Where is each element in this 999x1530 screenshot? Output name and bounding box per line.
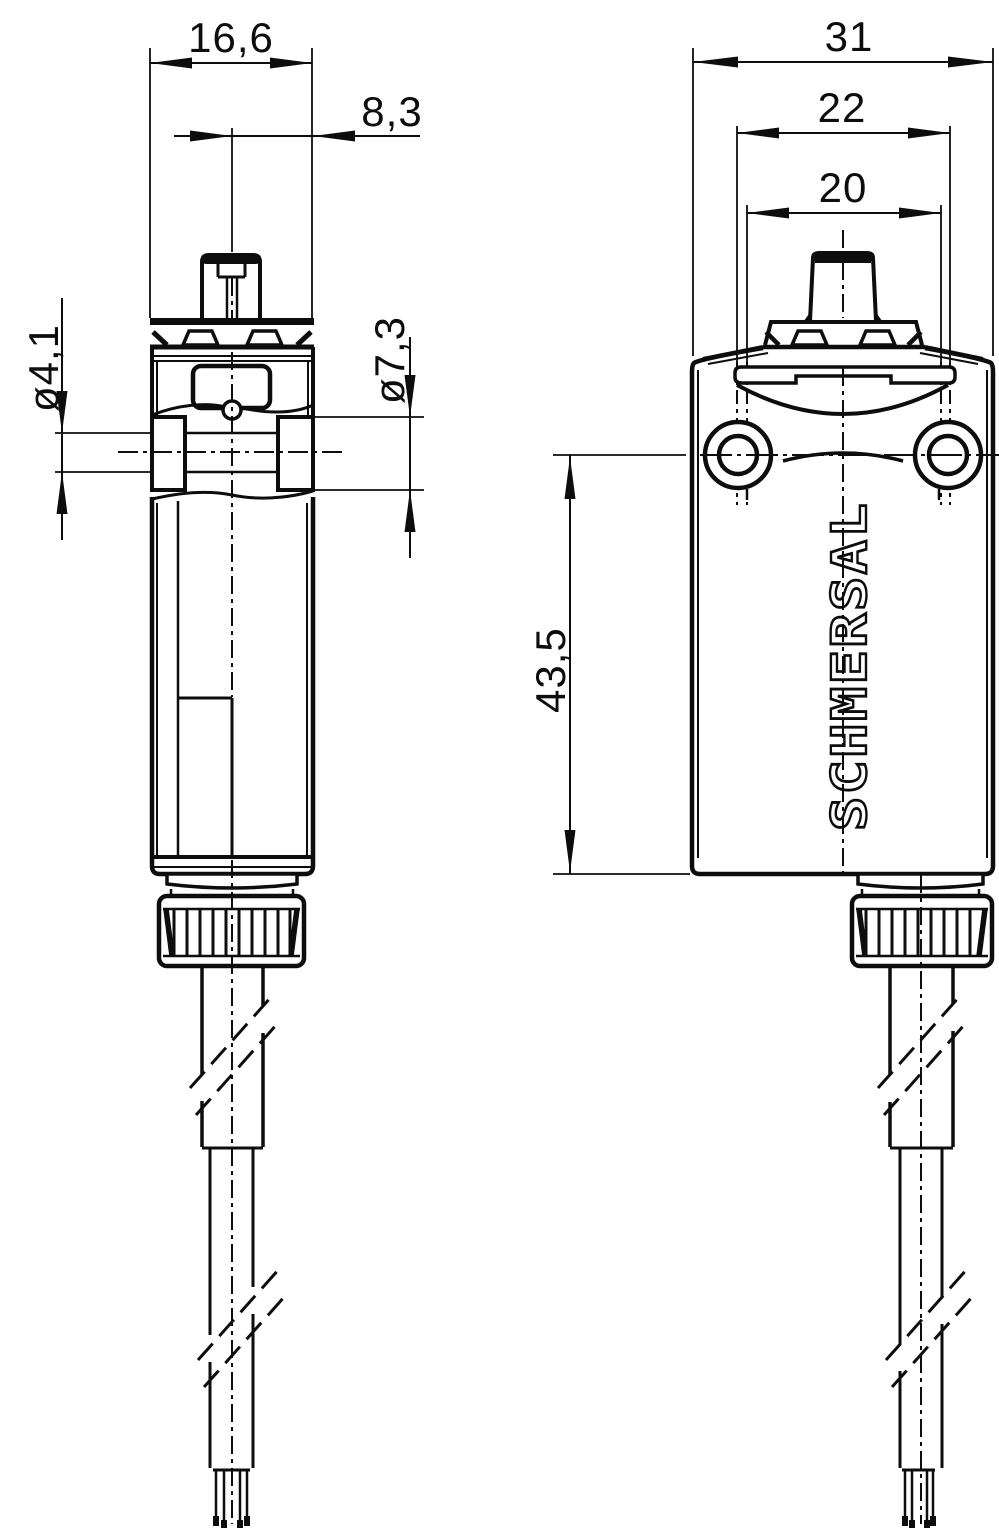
roller-block-left [150,415,187,492]
arrowhead-down [564,830,576,872]
arrowhead-right [270,57,312,69]
dim-label-16-6: 16,6 [188,14,274,61]
dimension-hole-spacing-inner: 20 [746,164,942,505]
arrowhead-right [948,56,993,68]
plunger-side [200,253,262,320]
front-view: 31 22 20 [527,13,999,1528]
dimension-body-width-front: 31 [692,13,994,356]
arrowhead-up [564,457,576,499]
side-view: 16,6 8,3 ø4,1 ø7,3 [20,14,424,1528]
cable-break-marks [188,995,288,1388]
schmersal-logo: SCHMERSAL [822,501,878,831]
dimension-center-offset: 8,3 [174,88,422,252]
arrowhead-left [150,57,192,69]
cable-side [188,965,288,1528]
arrowhead-right [908,127,950,139]
arrowhead-left [693,56,738,68]
dimension-pin-diameter: ø4,1 [20,298,151,540]
roller-block-right [276,415,315,492]
wire-ends [903,1470,935,1520]
knurl-ribs [864,909,972,956]
cable-break-marks [876,995,976,1388]
knurl-ribs [172,909,292,956]
dimension-body-width-side: 16,6 [149,14,313,318]
head-cap-side [150,318,314,362]
cable-front [876,965,976,1528]
arrowhead-left [747,207,789,219]
connector-side [156,872,307,969]
dim-label-43-5: 43,5 [527,627,574,713]
dim-label-20: 20 [819,164,868,211]
arrowhead-up [404,490,416,532]
arrowhead-down [56,391,68,433]
dim-label-31: 31 [825,13,874,60]
dim-label-dia-7-3: ø7,3 [366,316,413,404]
arrowhead-right [899,207,941,219]
wire-ends [214,1470,249,1520]
top-plate [733,365,957,385]
arrowhead-down [404,375,416,417]
arrowhead-up [56,472,68,514]
dimension-head-diameter: ø7,3 [313,316,424,558]
dim-label-22: 22 [818,84,867,131]
dimension-height-to-axis: 43,5 [527,454,690,875]
arrowhead-right [190,130,232,142]
housing-front [689,345,999,877]
dim-label-8-3: 8,3 [361,88,422,135]
arrowhead-left [737,127,779,139]
dim-label-dia-4-1: ø4,1 [20,324,67,412]
arrowhead-left [313,130,355,142]
head-cap-front [702,320,984,365]
centerline-front [842,230,922,1524]
